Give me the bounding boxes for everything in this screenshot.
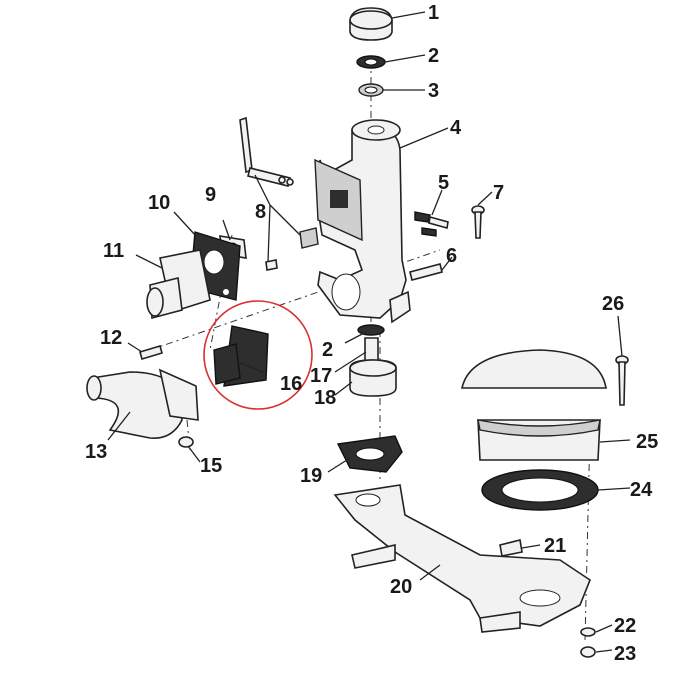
part-19-gasket <box>336 435 403 473</box>
callout-6: 6 <box>446 245 457 267</box>
callout-13: 13 <box>85 441 107 463</box>
part-26-bolt <box>615 355 629 406</box>
callout-2-lower: 2 <box>322 339 333 361</box>
part-15-nut <box>178 436 194 448</box>
part-21-fitting <box>499 539 523 557</box>
callout-9: 9 <box>205 184 216 206</box>
callout-2-top: 2 <box>428 45 439 67</box>
part-18-impeller <box>349 359 397 397</box>
callout-7: 7 <box>493 182 504 204</box>
part-1-cap <box>349 7 393 41</box>
callout-15: 15 <box>200 455 222 477</box>
callout-20: 20 <box>390 576 412 598</box>
part-2-washer-top <box>356 55 386 69</box>
callout-21: 21 <box>544 535 566 557</box>
callout-22: 22 <box>614 615 636 637</box>
callout-3: 3 <box>428 80 439 102</box>
callout-23: 23 <box>614 643 636 665</box>
part-11-inlet-flange <box>146 249 211 320</box>
part-24-base-gasket <box>481 469 599 511</box>
callout-5: 5 <box>438 172 449 194</box>
callout-10: 10 <box>148 192 170 214</box>
part-23-nut <box>580 646 596 658</box>
callout-11: 11 <box>103 240 124 262</box>
part-25-base-body <box>461 349 607 461</box>
highlight-circle <box>203 300 313 410</box>
part-20-bracket <box>333 484 591 633</box>
callout-labels: 1 2 3 4 5 7 8 9 10 11 6 12 2 16 17 18 13… <box>85 2 658 665</box>
leader-lines <box>107 11 631 653</box>
callout-24: 24 <box>630 479 653 501</box>
callout-8: 8 <box>255 201 266 223</box>
callout-17: 17 <box>310 365 332 387</box>
part-22-washer <box>580 627 596 637</box>
part-5-screws <box>414 211 449 237</box>
part-6-pin <box>409 263 443 281</box>
part-16-flap-valve <box>213 325 269 387</box>
callout-4: 4 <box>450 117 462 139</box>
part-8-lever <box>239 116 319 271</box>
callout-12: 12 <box>100 327 122 349</box>
callout-18: 18 <box>314 387 336 409</box>
callout-19: 19 <box>300 465 322 487</box>
part-4-housing <box>314 119 411 324</box>
callout-1: 1 <box>428 2 439 24</box>
part-3-ring <box>358 83 384 97</box>
part-7-bolt <box>471 205 485 239</box>
part-13-elbow <box>86 368 199 439</box>
callout-16: 16 <box>280 373 302 395</box>
part-12-bolt <box>139 345 163 360</box>
callout-25: 25 <box>636 431 658 453</box>
callout-26: 26 <box>602 293 624 315</box>
